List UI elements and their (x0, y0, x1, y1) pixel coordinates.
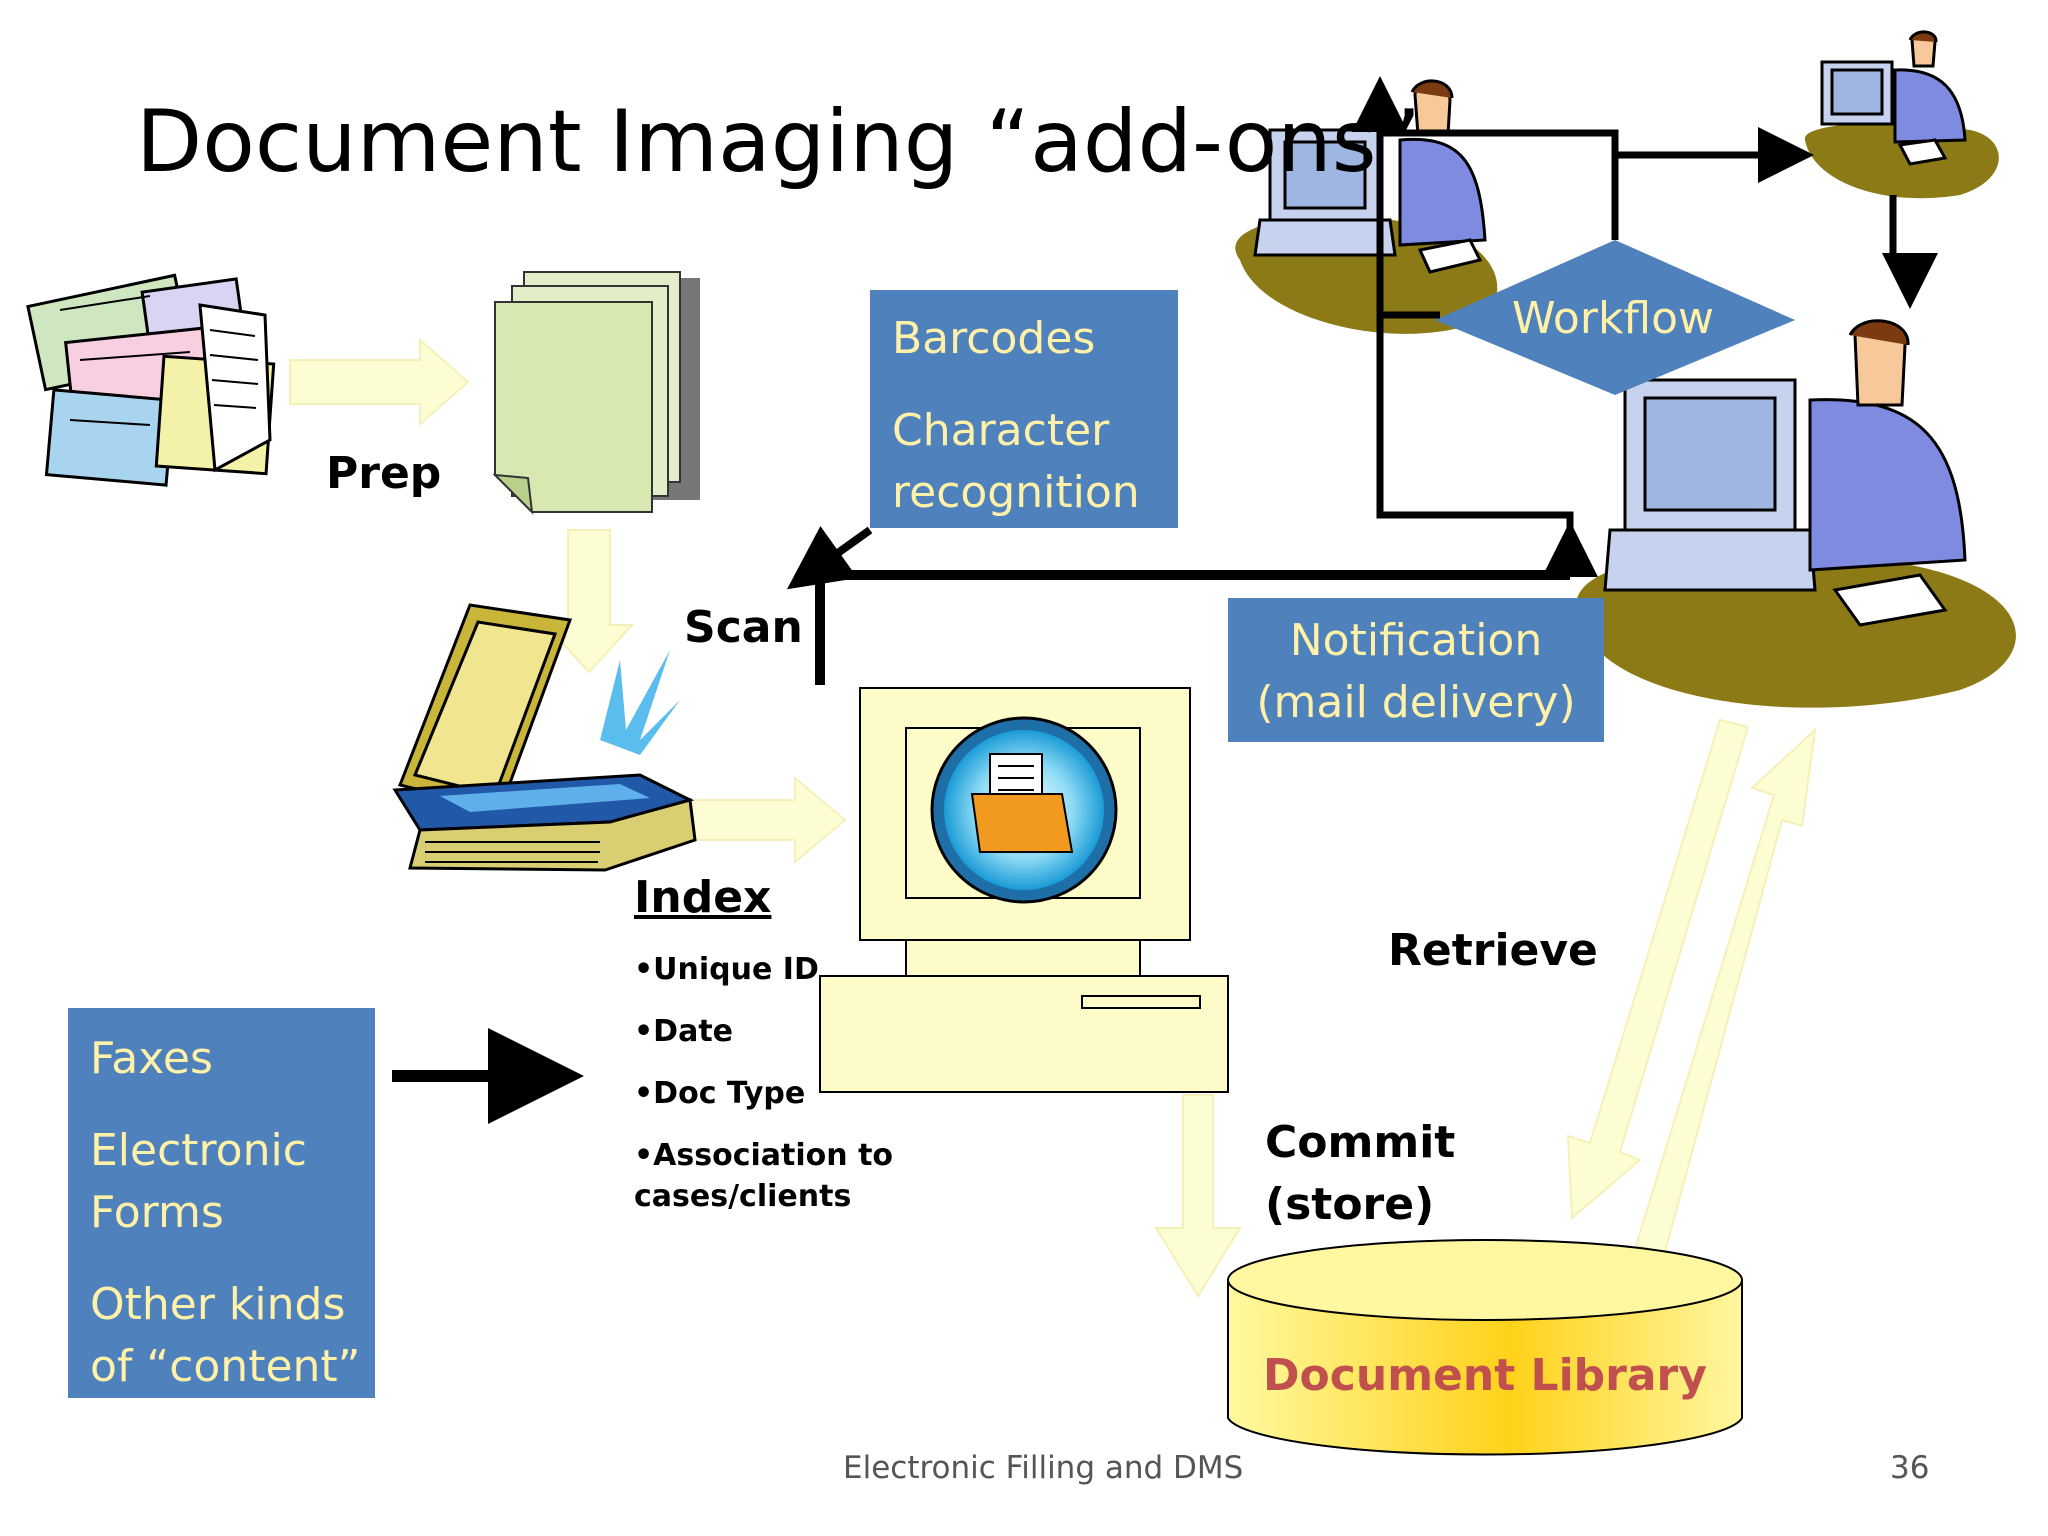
worker2-down-line (1882, 195, 1938, 309)
commit-arrow (1154, 1094, 1242, 1298)
retrieve-label: Retrieve (1388, 925, 1598, 976)
worker-icon-3 (1576, 319, 2016, 708)
retrieve-arrow-down (1566, 718, 1750, 1221)
document-library-cylinder (1227, 1239, 1743, 1456)
workflow-diamond (1435, 240, 1795, 395)
recognition-to-scan-line (786, 526, 873, 590)
capture-box-line3: recognition (892, 467, 1140, 518)
prep-label: Prep (326, 448, 442, 499)
paper-forms-icon (26, 273, 276, 487)
sources-line-electronic: Electronic (90, 1125, 307, 1176)
sources-line-content: of “content” (90, 1341, 361, 1392)
capture-box-line2: Character (892, 405, 1110, 456)
connector-lines (392, 76, 1938, 1124)
index-item-doc-type: •Doc Type (634, 1076, 806, 1111)
worker-icon-1 (1235, 79, 1498, 334)
commit-label: Commit (store) (1265, 1112, 1455, 1236)
sources-line-faxes: Faxes (90, 1033, 213, 1084)
retrieve-arrow-up (1634, 727, 1817, 1254)
page-stack-icon (492, 271, 700, 515)
flow-arrows (289, 337, 1817, 1298)
index-item-association: •Association to (634, 1138, 894, 1173)
slide-title: Document Imaging “add-ons” (136, 92, 1422, 192)
computer-icon (819, 687, 1229, 1093)
sources-line-other: Other kinds (90, 1279, 346, 1330)
notification-box: Notification (mail delivery) (1228, 598, 1604, 742)
workflow-top-line (1380, 129, 1619, 240)
content-sources-box: Faxes Electronic Forms Other kinds of “c… (68, 1008, 375, 1398)
index-item-unique-id: •Unique ID (634, 952, 819, 987)
page-number: 36 (1890, 1450, 1930, 1486)
capture-box-line1: Barcodes (892, 313, 1096, 364)
capture-box: Barcodes Character recognition (870, 290, 1178, 528)
worker-icon-2 (1804, 30, 1999, 199)
workflow-label: Workflow (1512, 293, 1715, 344)
index-title: Index (634, 872, 772, 923)
index-item-cases-clients: cases/clients (634, 1179, 852, 1214)
notification-box-line1: Notification (1289, 615, 1543, 666)
commit-label-line2: (store) (1265, 1179, 1435, 1230)
commit-label-line1: Commit (1265, 1117, 1456, 1168)
scan-label: Scan (684, 602, 803, 653)
sources-line-forms: Forms (90, 1187, 224, 1238)
notification-box-line2: (mail delivery) (1256, 677, 1576, 728)
document-library-label: Document Library (1263, 1350, 1707, 1401)
scanner-icon (392, 603, 697, 872)
index-item-date: •Date (634, 1014, 734, 1049)
footer-text: Electronic Filling and DMS (843, 1450, 1244, 1486)
prep-arrow (289, 337, 470, 427)
